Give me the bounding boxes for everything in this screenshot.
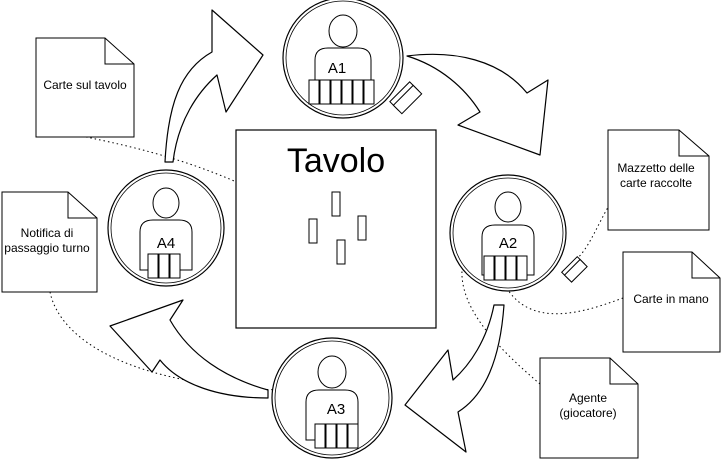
- table-rect: [235, 129, 437, 329]
- agent-a3: A3: [271, 337, 393, 459]
- agent-a1: A1: [282, 0, 404, 119]
- arrow-a1-to-a2: [406, 53, 549, 156]
- hand-cards-icon: [308, 79, 375, 105]
- person-head-icon: [328, 14, 358, 48]
- note-agent-player: Agente (giocatore): [539, 357, 639, 459]
- person-head-icon: [494, 191, 522, 223]
- note-turn-notice: Notifica di passaggio turno: [1, 191, 98, 293]
- note-hand-cards: Carte in mano: [622, 251, 721, 353]
- note-shape: [539, 357, 639, 459]
- table-card: [331, 191, 341, 217]
- note-collected-pile: Mazzetto delle carte raccolte: [607, 129, 710, 231]
- note-shape: [35, 37, 135, 138]
- note-text: Notifica di: [21, 226, 74, 240]
- note-text: Mazzetto delle: [617, 161, 695, 175]
- arrow-a2-to-a3: [404, 304, 505, 453]
- note-text: passaggio turno: [4, 241, 90, 255]
- note-shape: [1, 191, 98, 293]
- table-card: [357, 215, 367, 241]
- note-table-cards: Carte sul tavolo: [35, 37, 135, 138]
- person-head-icon: [152, 187, 180, 219]
- arrow-a4-to-a1: [164, 9, 264, 163]
- note-text: Agente: [569, 391, 607, 405]
- table-cards: [308, 191, 367, 265]
- table: Tavolo: [235, 129, 437, 329]
- note-text: (giocatore): [559, 406, 616, 420]
- table-card: [336, 239, 346, 265]
- agent-a2: A2: [449, 174, 567, 292]
- hand-cards-icon: [483, 255, 528, 281]
- arrow-a3-to-a4: [109, 299, 269, 399]
- collected-pile-icon: [560, 255, 588, 283]
- note-text: Carte in mano: [633, 292, 709, 306]
- connector-agent-player: [461, 269, 541, 385]
- table-card: [308, 218, 318, 244]
- agent-label: A3: [327, 401, 345, 418]
- note-text: Carte sul tavolo: [43, 78, 127, 92]
- note-shape: [622, 251, 721, 353]
- agent-a4: A4: [107, 169, 225, 287]
- table-title: Tavolo: [287, 142, 385, 180]
- agent-label: A1: [328, 60, 346, 77]
- hand-cards-icon: [314, 423, 359, 449]
- agent-label: A2: [499, 235, 517, 252]
- hand-cards-icon: [147, 253, 181, 279]
- collected-pile-icon: [389, 81, 423, 115]
- person-head-icon: [317, 355, 347, 389]
- connector-hand-cards: [507, 289, 624, 315]
- note-shape: [607, 129, 710, 231]
- agent-label: A4: [157, 235, 175, 252]
- turn-arrows: [109, 9, 549, 453]
- note-text: carte raccolte: [620, 176, 692, 190]
